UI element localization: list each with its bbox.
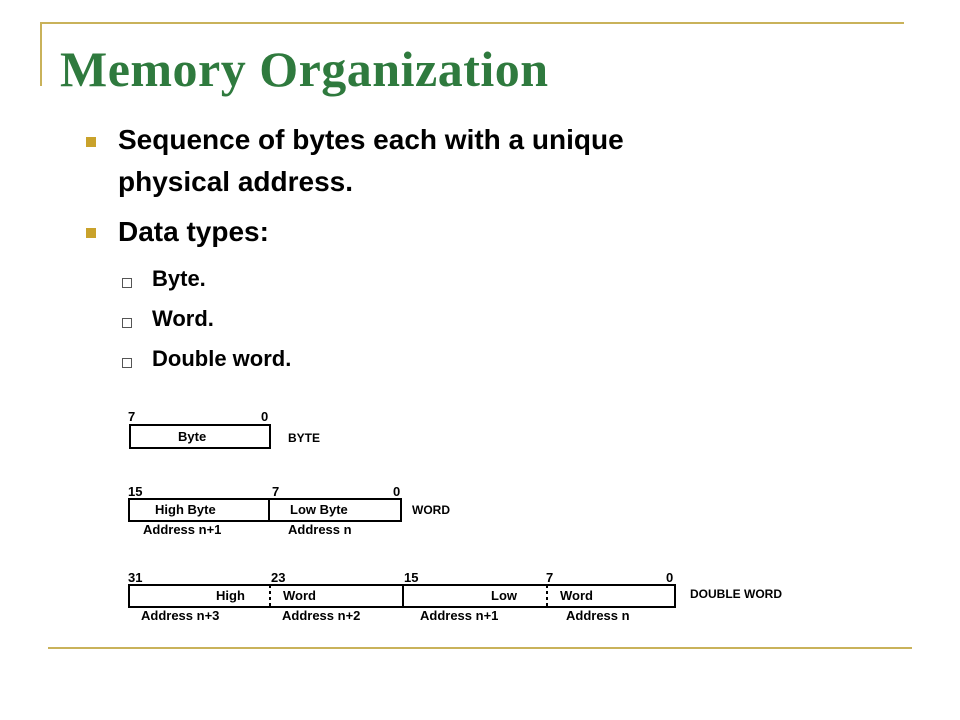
byte-type-label: BYTE: [288, 431, 320, 445]
high-label: High: [216, 588, 245, 603]
frame-bottom-line: [48, 647, 912, 649]
bit-label: 0: [261, 409, 268, 424]
address-label: Address n: [288, 522, 352, 537]
bullet-1-line-2: physical address.: [118, 166, 354, 197]
word-cell: [128, 498, 402, 522]
address-label: Address n+2: [282, 608, 360, 623]
word-diagram: 15 7 0 High Byte Low Byte Address n+1 Ad…: [128, 484, 450, 537]
word-type-label: WORD: [412, 503, 450, 517]
word-label: Word: [560, 588, 593, 603]
frame-top-line: [40, 22, 904, 24]
address-label: Address n: [566, 608, 630, 623]
double-word-type-label: DOUBLE WORD: [690, 587, 782, 601]
bit-label: 7: [128, 409, 135, 424]
bullet-1-line-1: Sequence of bytes each with a unique: [118, 124, 624, 155]
bit-label: 31: [128, 570, 142, 585]
bullet-2-text: Data types:: [118, 216, 269, 247]
checkbox-bullet-icon: [122, 318, 132, 328]
checkbox-bullet-icon: [122, 358, 132, 368]
address-label: Address n+1: [420, 608, 498, 623]
bit-label: 7: [546, 570, 553, 585]
subbullet-double-word: Double word.: [152, 346, 292, 371]
bit-label: 0: [666, 570, 673, 585]
bit-label: 15: [404, 570, 418, 585]
word-label: Word: [283, 588, 316, 603]
byte-cell-label: Byte: [178, 429, 206, 444]
address-label: Address n+1: [143, 522, 221, 537]
bullet-square-icon: [86, 137, 96, 147]
bit-label: 23: [271, 570, 285, 585]
address-label: Address n+3: [141, 608, 219, 623]
low-byte-label: Low Byte: [290, 502, 348, 517]
byte-diagram: 7 0 Byte BYTE: [128, 409, 320, 449]
low-label: Low: [491, 588, 518, 603]
frame-left-line: [40, 22, 42, 86]
slide-title: Memory Organization: [60, 41, 549, 97]
subbullet-word: Word.: [152, 306, 214, 331]
high-byte-label: High Byte: [155, 502, 216, 517]
bit-label: 15: [128, 484, 142, 499]
bullet-square-icon: [86, 228, 96, 238]
bit-label: 0: [393, 484, 400, 499]
subbullet-byte: Byte.: [152, 266, 206, 291]
bit-label: 7: [272, 484, 279, 499]
double-word-diagram: 31 23 15 7 0 High Word Low Word Address …: [128, 570, 782, 623]
byte-cell: [129, 424, 271, 449]
checkbox-bullet-icon: [122, 278, 132, 288]
